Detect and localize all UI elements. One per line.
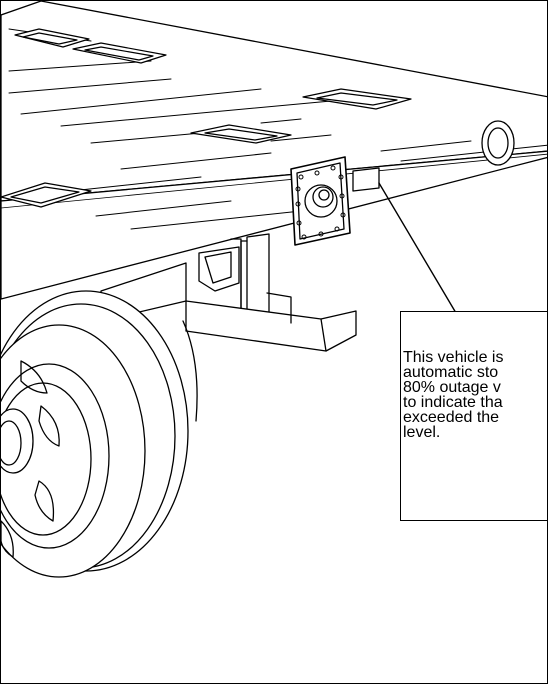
callout-line: to indicate tha: [403, 394, 503, 411]
deck-pocket: [190, 124, 292, 144]
deck-pocket: [14, 28, 90, 48]
callout-line: automatic sto: [403, 364, 499, 381]
deck-pocket: [302, 88, 412, 110]
callout-line: This vehicle is: [403, 349, 504, 366]
callout-box: This vehicle is automatic sto 80% outage…: [400, 311, 547, 521]
callout-line: level.: [403, 424, 441, 441]
deck-pocket: [72, 42, 167, 64]
outage-valve: [290, 156, 351, 246]
label-plate: [352, 167, 380, 192]
deck-pocket: [1, 182, 92, 208]
deck-plank-lines: [8, 28, 547, 230]
callout-leader: [378, 182, 457, 314]
callout-text: This vehicle is automatic sto 80% outage…: [403, 349, 547, 441]
callout-line: 80% outage v: [403, 379, 501, 396]
support-frame: [100, 233, 357, 352]
wheel: [1, 290, 198, 578]
callout-line: exceeded the: [403, 409, 500, 426]
oval-marker: [481, 120, 515, 166]
deck-fascia: [1, 150, 547, 300]
